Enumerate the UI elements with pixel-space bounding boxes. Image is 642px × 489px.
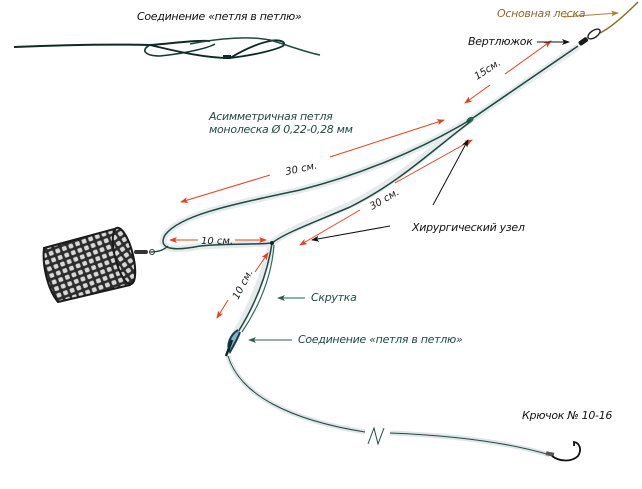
label-main-line: Основная леска <box>497 7 586 20</box>
loop-join-lower <box>224 329 241 357</box>
pointer-surgeon-knot-2 <box>311 225 391 242</box>
main-line <box>599 1 639 34</box>
line-swivel-to-knot <box>469 45 579 121</box>
dim-label-15: 15см. <box>473 58 503 83</box>
label-asymmetric-loop: Асимметричная петля монолеска Ø 0,22-0,2… <box>209 110 353 136</box>
label-asymmetric-loop-line1: Асимметричная петля <box>209 110 333 123</box>
dim-10-leader-arrow-down <box>216 299 229 319</box>
asymmetric-loop-short-arm <box>271 121 471 244</box>
label-surgeon-knot: Хирургический узел <box>412 221 525 234</box>
hook-leader <box>227 355 366 433</box>
dim-10-leader-arrow-up <box>254 252 269 273</box>
main-line-and-swivel <box>578 1 639 46</box>
hook <box>545 440 581 462</box>
asymmetric-loop-long-arm <box>162 119 471 250</box>
pointer-surgeon-knot-1 <box>432 139 469 206</box>
feeder-cage <box>42 226 155 304</box>
dim-label-10-loop: 10 см. <box>201 236 233 247</box>
swivel-body <box>578 37 589 46</box>
label-swivel: Вертлюжок <box>468 35 533 48</box>
label-top-loop-join: Соединение «петля в петлю» <box>137 10 302 23</box>
top-loop-join-illustration <box>13 37 321 59</box>
dim-label-30-long: 30 см. <box>284 161 318 178</box>
label-asymmetric-loop-line2: монолеска Ø 0,22-0,28 мм <box>209 123 353 136</box>
dim-30-long-arrow-down <box>180 174 271 203</box>
label-twist: Скрутка <box>311 291 357 304</box>
join-knot <box>223 55 231 59</box>
swivel-ring <box>587 28 601 40</box>
label-loop-join: Соединение «петля в петлю» <box>298 333 463 346</box>
break-symbol <box>367 426 385 446</box>
dim-30-short-arrow-up <box>394 139 473 184</box>
label-hook: Крючок № 10-16 <box>522 409 613 422</box>
dim-15-arrow-down <box>464 84 491 104</box>
dim-15-arrow-up <box>504 40 552 75</box>
dim-30-long-arrow-up <box>329 119 445 158</box>
leader-twist <box>237 241 275 333</box>
pointer-main-line <box>562 10 619 18</box>
dim-30-short-arrow-down <box>299 209 361 246</box>
dimension-arrows <box>169 40 552 319</box>
